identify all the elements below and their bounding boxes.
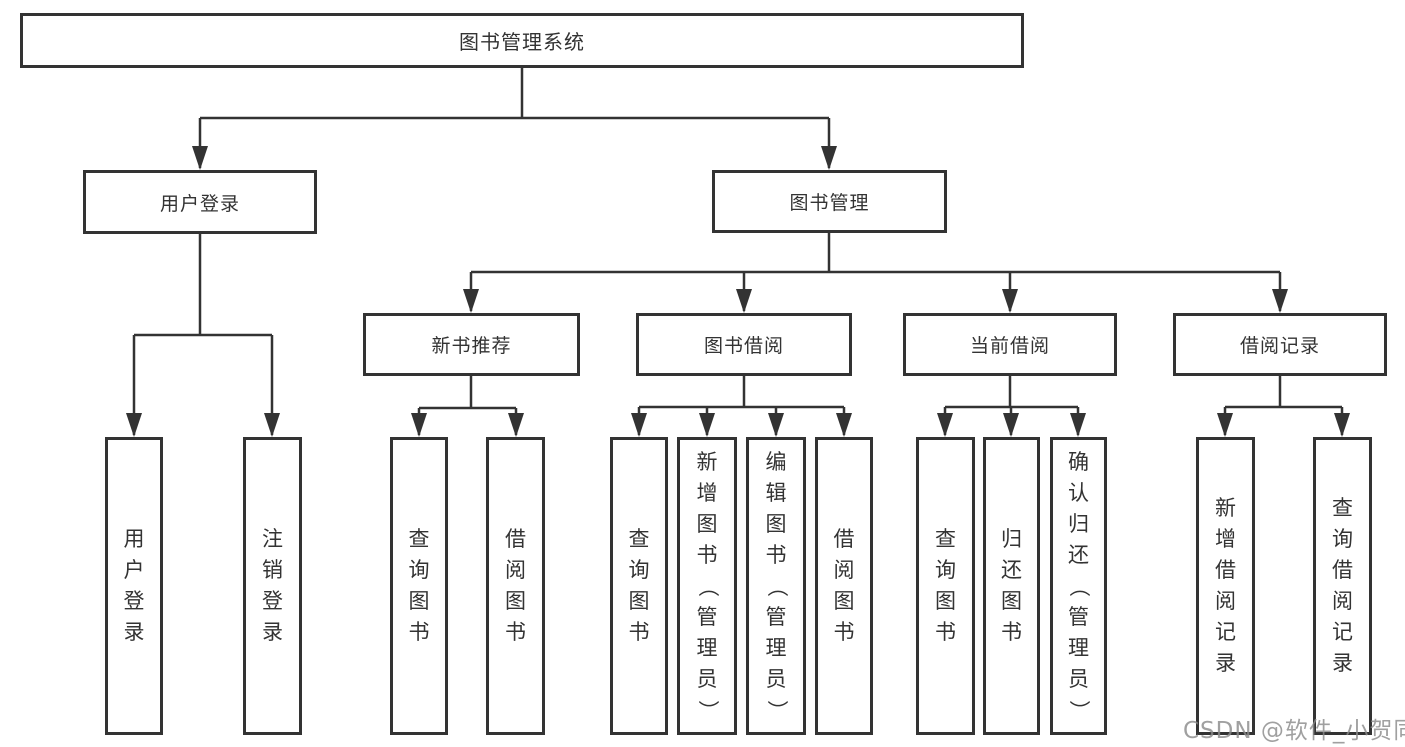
leaf-bb-query-books-label: 查询图书 [628, 527, 650, 644]
leaf-bb-add-books-admin-label: 新增图书（管理员） [695, 449, 720, 721]
leaf-user-login: 用户登录 [105, 437, 163, 735]
leaf-br-query-record-label: 查询借阅记录 [1332, 496, 1353, 675]
leaf-cb-confirm-return-admin-label: 确认归还（管理员） [1067, 449, 1091, 721]
watermark: CSDN @软件_小贺同学 [1183, 718, 1405, 744]
leaf-br-add-record-label: 新增借阅记录 [1215, 496, 1236, 675]
node-book-borrow: 图书借阅 [636, 313, 852, 376]
leaf-cb-query-books-label: 查询图书 [935, 527, 956, 644]
leaf-nb-borrow-books: 借阅图书 [486, 437, 545, 735]
leaf-nb-borrow-books-label: 借阅图书 [505, 527, 526, 644]
connector-paths [132, 68, 1344, 435]
leaf-cb-confirm-return-admin: 确认归还（管理员） [1050, 437, 1107, 735]
leaf-bb-query-books: 查询图书 [610, 437, 668, 735]
node-borrow-records: 借阅记录 [1173, 313, 1387, 376]
leaf-cb-query-books: 查询图书 [916, 437, 975, 735]
leaf-nb-query-books-label: 查询图书 [408, 527, 430, 644]
leaf-logout: 注销登录 [243, 437, 302, 735]
node-new-book-recommend: 新书推荐 [363, 313, 580, 376]
node-book-management: 图书管理 [712, 170, 947, 233]
leaf-cb-return-books: 归还图书 [983, 437, 1040, 735]
leaf-bb-edit-books-admin-label: 编辑图书（管理员） [764, 449, 789, 721]
arrowheads [126, 146, 1350, 437]
leaf-br-query-record: 查询借阅记录 [1313, 437, 1372, 735]
leaf-bb-add-books-admin: 新增图书（管理员） [677, 437, 737, 735]
leaf-user-login-label: 用户登录 [123, 527, 145, 644]
leaf-cb-return-books-label: 归还图书 [1001, 527, 1022, 644]
leaf-bb-borrow-books: 借阅图书 [815, 437, 873, 735]
leaf-bb-edit-books-admin: 编辑图书（管理员） [746, 437, 806, 735]
leaf-nb-query-books: 查询图书 [390, 437, 448, 735]
leaf-logout-label: 注销登录 [262, 527, 283, 644]
leaf-bb-borrow-books-label: 借阅图书 [833, 527, 855, 644]
node-root: 图书管理系统 [20, 13, 1024, 68]
node-user-login: 用户登录 [83, 170, 317, 234]
leaf-br-add-record: 新增借阅记录 [1196, 437, 1255, 735]
node-current-borrow: 当前借阅 [903, 313, 1117, 376]
